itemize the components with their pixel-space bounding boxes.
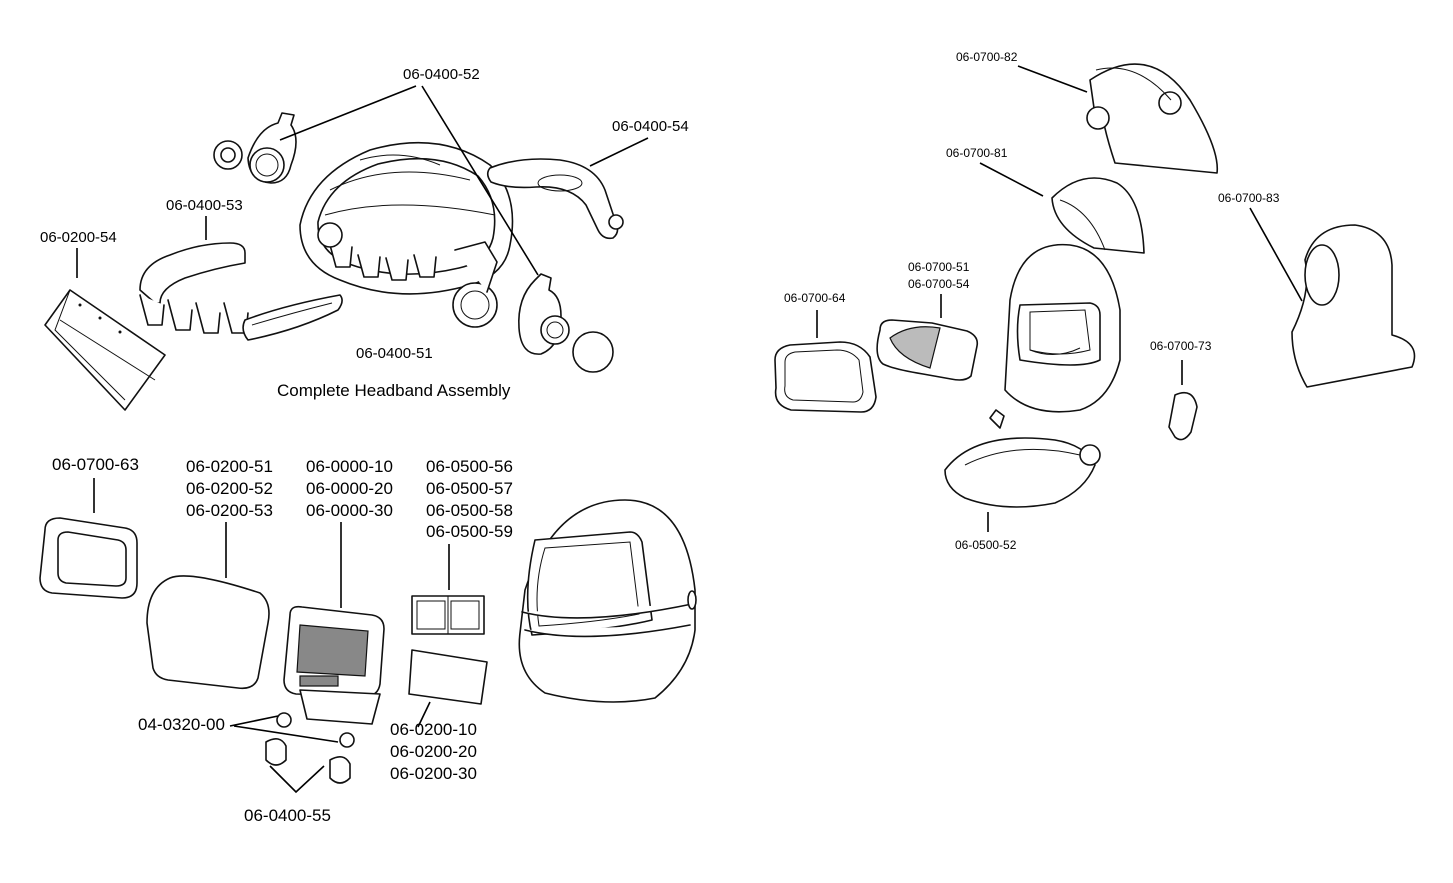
front-lens-part-illustration — [39, 517, 138, 599]
label-inside-lens-1: 06-0200-10 — [390, 720, 477, 739]
leader-battery-2 — [233, 725, 339, 743]
leader-small-head-cover — [979, 162, 1044, 197]
filter-part-illustration — [283, 605, 385, 725]
headband-assembly: 06-0400-52 06-0400-54 06-0400-53 06-0200… — [40, 66, 689, 411]
knob-part-illustration — [213, 112, 297, 184]
leader-inside-lens — [417, 701, 431, 728]
label-inside-lens-3: 06-0200-30 — [390, 764, 477, 783]
small-head-cover-part-illustration — [1051, 177, 1145, 254]
welding-helmet-illustration — [518, 499, 697, 703]
top-strap-part-illustration — [486, 158, 624, 240]
frame-part-illustration — [774, 341, 877, 413]
cap-part-illustration — [1168, 391, 1198, 441]
fresh-air-helmet-illustration — [1004, 243, 1121, 413]
label-front-lens: 06-0700-63 — [52, 455, 139, 474]
visor-part-illustration — [876, 319, 979, 381]
leader-knob-right — [421, 85, 539, 276]
label-side-windows-2: 06-0500-57 — [426, 479, 513, 498]
headband-part-illustration — [299, 141, 514, 328]
label-inside-lens-2: 06-0200-20 — [390, 742, 477, 761]
label-filter-3: 06-0000-30 — [306, 501, 393, 520]
leader-head-cover — [1017, 65, 1088, 93]
fresh-air-parts: 06-0700-82 06-0700-81 06-0700-83 06-0700… — [774, 50, 1416, 552]
label-top-strap: 06-0400-54 — [612, 118, 689, 135]
label-filter-1: 06-0000-10 — [306, 457, 393, 476]
label-side-windows-1: 06-0500-56 — [426, 457, 513, 476]
helmet-parts: 06-0700-63 06-0200-51 06-0200-52 06-0200… — [39, 455, 697, 825]
label-sweatband: 06-0400-53 — [166, 197, 243, 214]
right-knob-part-illustration — [518, 273, 614, 373]
label-headband: 06-0400-51 — [356, 345, 433, 362]
label-cap: 06-0700-73 — [1150, 339, 1212, 353]
label-side-windows-4: 06-0500-59 — [426, 522, 513, 541]
label-outer-lens-2: 06-0200-52 — [186, 479, 273, 498]
label-outer-lens-3: 06-0200-53 — [186, 501, 273, 520]
face-seal-part-illustration — [944, 409, 1101, 508]
front-guard-part-illustration — [44, 289, 166, 411]
sweatband-part-illustration — [139, 242, 343, 341]
label-face-seal: 06-0500-52 — [955, 538, 1017, 552]
label-hood: 06-0700-83 — [1218, 191, 1280, 205]
outer-lens-part-illustration — [146, 575, 270, 690]
label-small-head-cover: 06-0700-81 — [946, 146, 1008, 160]
label-knob: 06-0400-52 — [403, 66, 480, 83]
leader-hood — [1249, 207, 1303, 302]
label-battery: 04-0320-00 — [138, 715, 225, 734]
label-front-guard: 06-0200-54 — [40, 229, 117, 246]
leader-knob-left — [279, 85, 417, 141]
head-cover-part-illustration — [1086, 63, 1219, 174]
label-visor-1: 06-0700-51 — [908, 260, 970, 274]
label-battery-holder: 06-0400-55 — [244, 806, 331, 825]
label-visor-2: 06-0700-54 — [908, 277, 970, 291]
battery-part-illustration — [265, 712, 355, 784]
hood-part-illustration — [1291, 224, 1416, 388]
label-head-cover: 06-0700-82 — [956, 50, 1018, 64]
label-filter-2: 06-0000-20 — [306, 479, 393, 498]
leader-battery-1 — [229, 715, 279, 727]
label-side-windows-3: 06-0500-58 — [426, 501, 513, 520]
leader-top-strap — [589, 137, 649, 167]
leader-battery-holder — [269, 765, 325, 794]
label-frame: 06-0700-64 — [784, 291, 846, 305]
side-windows-part-illustration — [408, 595, 488, 705]
label-outer-lens-1: 06-0200-51 — [186, 457, 273, 476]
caption-headband-assembly: Complete Headband Assembly — [277, 381, 511, 400]
